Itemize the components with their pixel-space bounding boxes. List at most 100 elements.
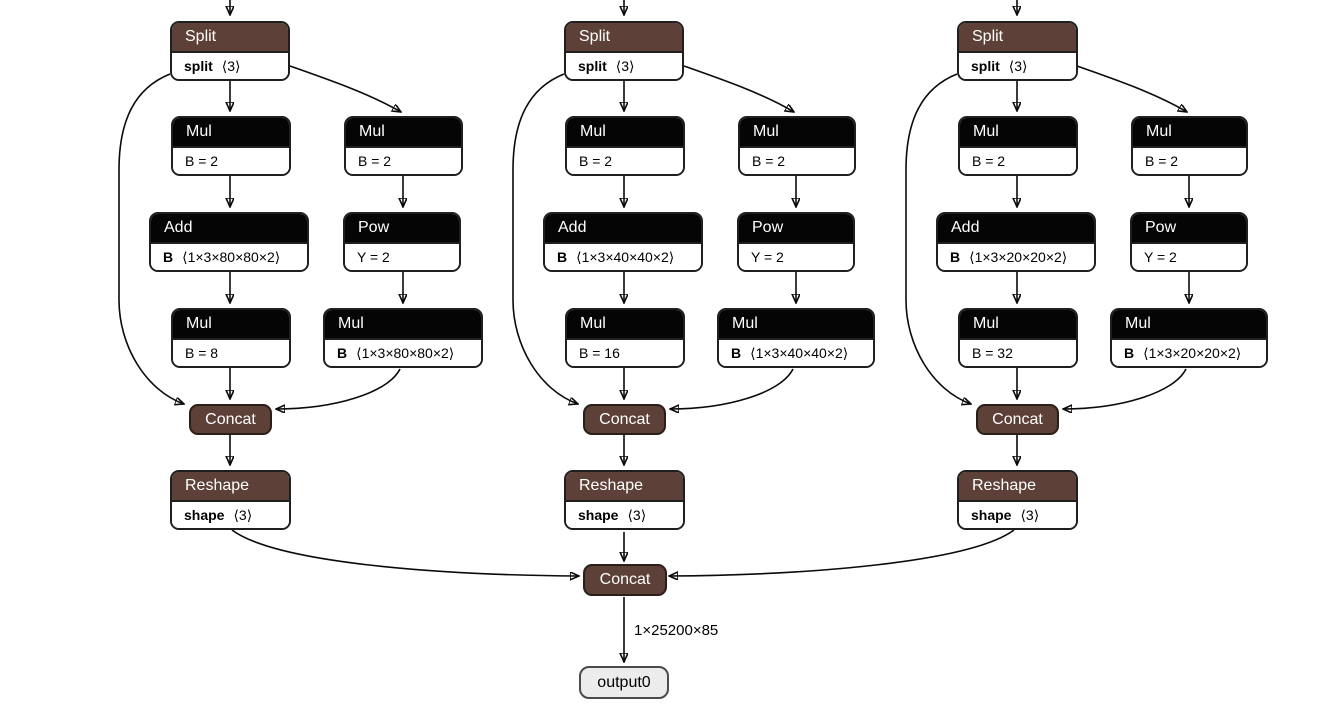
- node-attr: B ⟨1×3×80×80×2⟩: [151, 242, 307, 270]
- b3-pow-node[interactable]: Pow Y = 2: [1130, 212, 1248, 272]
- attr-key: B: [950, 249, 961, 265]
- attr-key: B: [163, 249, 174, 265]
- node-attr: shape ⟨3⟩: [959, 500, 1076, 528]
- edge-b1-split-concat-bypass: [118, 73, 184, 404]
- attr-key: B: [337, 345, 348, 361]
- edge-b3-split-mulwh: [1076, 65, 1187, 112]
- attr-key: split: [184, 58, 213, 74]
- node-title: Mul: [567, 118, 683, 146]
- node-attr: B⟨1×3×40×40×2⟩: [719, 338, 873, 366]
- final-concat-node[interactable]: Concat: [583, 564, 667, 596]
- attr-key: B: [731, 345, 742, 361]
- b1-pow-node[interactable]: Pow Y = 2: [343, 212, 461, 272]
- node-title: Mul: [1112, 310, 1266, 338]
- node-title: Mul: [740, 118, 854, 146]
- node-attr: B⟨1×3×40×40×2⟩: [545, 242, 701, 270]
- node-title: Mul: [346, 118, 461, 146]
- b2-concat-node[interactable]: Concat: [583, 404, 666, 435]
- node-title: Mul: [960, 118, 1076, 146]
- node-attr: B = 2: [960, 146, 1076, 174]
- output0-node[interactable]: output0: [579, 666, 669, 699]
- edge-b2-split-concat-bypass: [512, 73, 578, 404]
- b2-mul-xy-node[interactable]: Mul B = 2: [565, 116, 685, 176]
- attr-value: ⟨3⟩: [233, 507, 253, 523]
- node-title: Mul: [719, 310, 873, 338]
- b2-pow-node[interactable]: Pow Y = 2: [737, 212, 855, 272]
- b1-mul-stride-node[interactable]: Mul B = 8: [171, 308, 291, 368]
- b2-mul-stride-node[interactable]: Mul B = 16: [565, 308, 685, 368]
- b3-reshape-node[interactable]: Reshape shape ⟨3⟩: [957, 470, 1078, 530]
- b3-mul-wh-node[interactable]: Mul B = 2: [1131, 116, 1248, 176]
- node-attr: B = 32: [960, 338, 1076, 366]
- attr-key: shape: [971, 507, 1012, 523]
- b2-add-node[interactable]: Add B⟨1×3×40×40×2⟩: [543, 212, 703, 272]
- attr-key: shape: [578, 507, 619, 523]
- b1-mul-wh-node[interactable]: Mul B = 2: [344, 116, 463, 176]
- attr-value: ⟨3⟩: [221, 58, 241, 74]
- b3-add-node[interactable]: Add B⟨1×3×20×20×2⟩: [936, 212, 1096, 272]
- b3-mul-anchor-node[interactable]: Mul B ⟨1×3×20×20×2⟩: [1110, 308, 1268, 368]
- attr-value: ⟨1×3×20×20×2⟩: [1143, 345, 1242, 361]
- node-attr: shape ⟨3⟩: [172, 500, 289, 528]
- node-title: Pow: [739, 214, 853, 242]
- attr-key: split: [578, 58, 607, 74]
- attr-key: shape: [184, 507, 225, 523]
- node-attr: split ⟨3⟩: [172, 51, 288, 79]
- node-attr: B = 2: [740, 146, 854, 174]
- b2-mul-wh-node[interactable]: Mul B = 2: [738, 116, 856, 176]
- edge-b2-mulanchor-concat: [670, 368, 794, 409]
- edge-b1-reshape-finalconcat: [231, 529, 579, 576]
- node-title: Mul: [567, 310, 683, 338]
- output-tensor-shape-label: 1×25200×85: [634, 622, 719, 639]
- node-attr: B ⟨1×3×20×20×2⟩: [1112, 338, 1266, 366]
- attr-value: ⟨3⟩: [1008, 58, 1028, 74]
- node-title: Pow: [345, 214, 459, 242]
- b3-concat-node[interactable]: Concat: [976, 404, 1059, 435]
- edge-b3-split-concat-bypass: [905, 73, 971, 404]
- attr-key: B: [1124, 345, 1135, 361]
- node-attr: shape ⟨3⟩: [566, 500, 683, 528]
- node-title: Reshape: [172, 472, 289, 500]
- node-attr: Y = 2: [739, 242, 853, 270]
- edge-b1-split-mulwh: [289, 65, 401, 112]
- b1-add-node[interactable]: Add B⟨1×3×80×80×2⟩: [149, 212, 309, 272]
- node-title: Split: [566, 23, 682, 51]
- b1-mul-anchor-node[interactable]: Mul B ⟨1×3×80×80×2⟩: [323, 308, 483, 368]
- attr-value: ⟨1×3×80×80×2⟩: [182, 249, 281, 265]
- node-title: Reshape: [959, 472, 1076, 500]
- node-attr: split⟨3⟩: [566, 51, 682, 79]
- b2-mul-anchor-node[interactable]: Mul B⟨1×3×40×40×2⟩: [717, 308, 875, 368]
- edge-b2-split-mulwh: [683, 65, 794, 112]
- b1-concat-node[interactable]: Concat: [189, 404, 272, 435]
- node-attr: B = 8: [173, 338, 289, 366]
- b1-reshape-node[interactable]: Reshape shape ⟨3⟩: [170, 470, 291, 530]
- node-attr: B = 2: [567, 146, 683, 174]
- b3-mul-stride-node[interactable]: Mul B = 32: [958, 308, 1078, 368]
- b2-reshape-node[interactable]: Reshape shape⟨3⟩: [564, 470, 685, 530]
- node-attr: B ⟨1×3×20×20×2⟩: [938, 242, 1094, 270]
- node-title: Mul: [1133, 118, 1246, 146]
- attr-value: ⟨1×3×20×20×2⟩: [969, 249, 1068, 265]
- node-attr: Y = 2: [345, 242, 459, 270]
- attr-value: ⟨3⟩: [627, 507, 647, 523]
- b1-split-node[interactable]: Split split ⟨3⟩: [170, 21, 290, 81]
- node-attr: B = 2: [1133, 146, 1246, 174]
- attr-value: ⟨3⟩: [1020, 507, 1040, 523]
- edge-b3-reshape-finalconcat: [669, 529, 1015, 576]
- node-title: Mul: [173, 118, 289, 146]
- edge-b1-mulanchor-concat: [276, 368, 401, 409]
- node-attr: B = 2: [173, 146, 289, 174]
- node-attr: B = 16: [567, 338, 683, 366]
- node-title: Split: [172, 23, 288, 51]
- node-title: Mul: [325, 310, 481, 338]
- b2-split-node[interactable]: Split split⟨3⟩: [564, 21, 684, 81]
- b1-mul-xy-node[interactable]: Mul B = 2: [171, 116, 291, 176]
- b3-split-node[interactable]: Split split⟨3⟩: [957, 21, 1078, 81]
- b3-mul-xy-node[interactable]: Mul B = 2: [958, 116, 1078, 176]
- attr-value: ⟨1×3×80×80×2⟩: [356, 345, 455, 361]
- node-title: Add: [545, 214, 701, 242]
- attr-key: split: [971, 58, 1000, 74]
- node-attr: Y = 2: [1132, 242, 1246, 270]
